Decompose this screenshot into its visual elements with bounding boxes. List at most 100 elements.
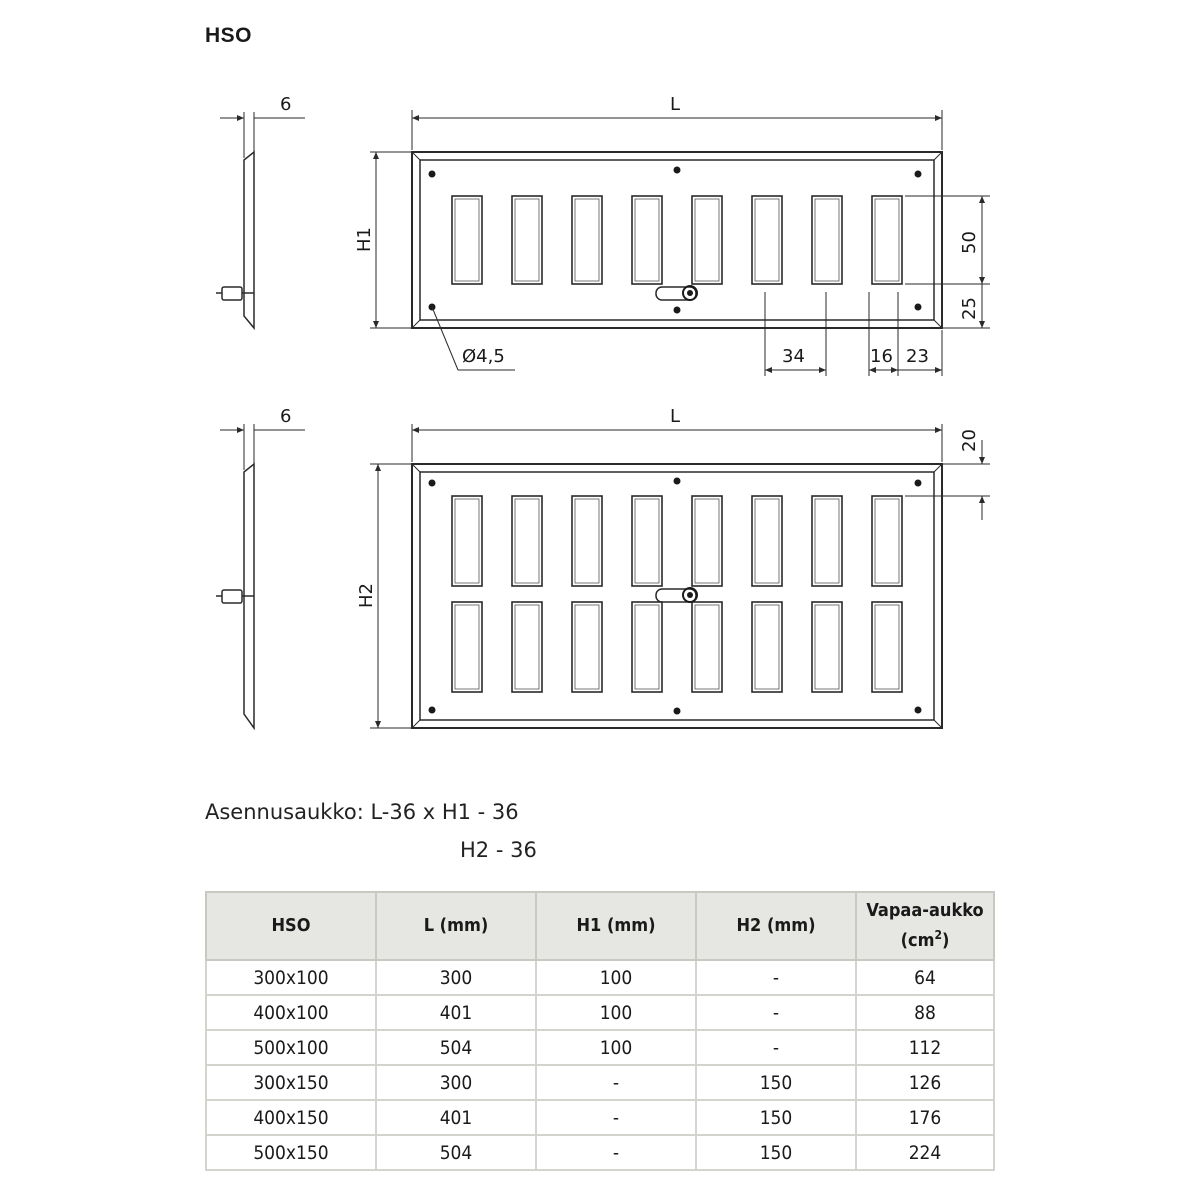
louvre-slot-inner (754, 604, 780, 690)
cell-free-area: 126 (855, 1064, 995, 1101)
louvre-slot-inner (694, 198, 720, 282)
header-free-area-close: ) (941, 930, 950, 951)
louvre-slot (691, 495, 723, 587)
louvre-slot (511, 601, 543, 693)
table-row: 500x100 504 100 - 112 (205, 1029, 995, 1066)
cell-h1: - (535, 1099, 697, 1136)
louvre-slot-inner (634, 498, 660, 584)
louvre-slot-inner (754, 498, 780, 584)
cell-length: 300 (375, 1064, 537, 1101)
louvre-slot (811, 195, 843, 285)
cell-h2: 150 (695, 1064, 857, 1101)
louvre-slot-inner (514, 198, 540, 282)
cell-model: 400x150 (205, 1099, 377, 1136)
louvre-slot (871, 601, 903, 693)
side-view-top: 6 (216, 94, 305, 331)
louvre-slot-inner (454, 198, 480, 282)
edge-offset-label: 23 (906, 346, 929, 367)
table-row: 400x100 401 100 - 88 (205, 994, 995, 1031)
table-header-row: HSO L (mm) H1 (mm) H2 (mm) Vapaa-aukko (… (205, 891, 995, 961)
side-thickness-label: 6 (280, 94, 291, 115)
louvre-slot (751, 601, 783, 693)
cell-length: 504 (375, 1029, 537, 1066)
louvre-slot-inner (514, 498, 540, 584)
louvre-slot (571, 495, 603, 587)
cell-free-area: 112 (855, 1029, 995, 1066)
header-h2: H2 (mm) (695, 891, 857, 961)
louvre-slot (691, 195, 723, 285)
install-opening-line-1: Asennusaukko: L-36 x H1 - 36 (205, 800, 519, 824)
side-thickness-label-2: 6 (280, 406, 291, 427)
slot-pitch-label: 34 (782, 346, 805, 367)
height-h2-label: H2 (356, 583, 377, 608)
table-row: 300x100 300 100 - 64 (205, 959, 995, 996)
technical-drawing: 6 L H1 Ø4,5 (216, 94, 990, 731)
cell-model: 300x100 (205, 959, 377, 996)
header-free-area-label: Vapaa-aukko (866, 900, 984, 921)
length-label: L (670, 94, 680, 115)
header-free-area-unit: (cm (900, 930, 935, 951)
side-view-bottom: 6 (216, 406, 305, 731)
cell-free-area: 176 (855, 1099, 995, 1136)
louvre-slot (451, 195, 483, 285)
louvre-slot-inner (814, 198, 840, 282)
hole-diameter-label: Ø4,5 (462, 346, 505, 367)
slot-width-label: 16 (870, 346, 893, 367)
cell-model: 500x100 (205, 1029, 377, 1066)
louvre-slot (811, 601, 843, 693)
cell-h2: 150 (695, 1134, 857, 1171)
cell-model: 300x150 (205, 1064, 377, 1101)
louvre-slot-inner (634, 198, 660, 282)
page-title: HSO (205, 24, 253, 47)
cell-length: 401 (375, 994, 537, 1031)
install-opening-line-2: H2 - 36 (460, 838, 537, 862)
louvre-slot-inner (874, 198, 900, 282)
header-free-area: Vapaa-aukko (cm2) (855, 891, 995, 961)
cell-model: 400x100 (205, 994, 377, 1031)
louvre-slot (811, 495, 843, 587)
cell-model: 500x150 (205, 1134, 377, 1171)
cell-h2: - (695, 1029, 857, 1066)
louvre-slot-inner (694, 498, 720, 584)
height-h1-label: H1 (354, 227, 375, 252)
cell-free-area: 224 (855, 1134, 995, 1171)
louvre-slot (451, 601, 483, 693)
louvre-slot (871, 495, 903, 587)
louvre-slot (511, 195, 543, 285)
louvre-slot (511, 495, 543, 587)
louvre-slot-inner (874, 498, 900, 584)
cell-h1: 100 (535, 959, 697, 996)
cell-length: 504 (375, 1134, 537, 1171)
cell-h2: - (695, 994, 857, 1031)
louvre-slot-inner (634, 604, 660, 690)
louvre-slot-inner (814, 498, 840, 584)
header-length: L (mm) (375, 891, 537, 961)
louvre-slot (451, 495, 483, 587)
front-view-top: L H1 Ø4,5 50 25 (354, 94, 990, 376)
front-view-bottom: L H2 20 (356, 406, 990, 729)
table-row: 300x150 300 - 150 126 (205, 1064, 995, 1101)
louvre-slot (871, 195, 903, 285)
cell-free-area: 64 (855, 959, 995, 996)
header-h1: H1 (mm) (535, 891, 697, 961)
louvre-slot-inner (574, 604, 600, 690)
louvre-slot (691, 601, 723, 693)
louvre-slot (751, 495, 783, 587)
louvre-slot (571, 601, 603, 693)
louvre-slot-inner (874, 604, 900, 690)
louvre-slot (631, 601, 663, 693)
header-model: HSO (205, 891, 377, 961)
spec-table: HSO L (mm) H1 (mm) H2 (mm) Vapaa-aukko (… (205, 891, 995, 1171)
louvre-slot-inner (814, 604, 840, 690)
louvre-slot-inner (454, 498, 480, 584)
cell-h2: 150 (695, 1099, 857, 1136)
cell-h1: 100 (535, 994, 697, 1031)
louvre-slot-inner (574, 498, 600, 584)
table-row: 500x150 504 - 150 224 (205, 1134, 995, 1171)
cell-length: 401 (375, 1099, 537, 1136)
louvre-slot (571, 195, 603, 285)
louvre-slot-inner (754, 198, 780, 282)
louvre-slot (751, 195, 783, 285)
louvre-slot-inner (454, 604, 480, 690)
louvre-slot-inner (574, 198, 600, 282)
